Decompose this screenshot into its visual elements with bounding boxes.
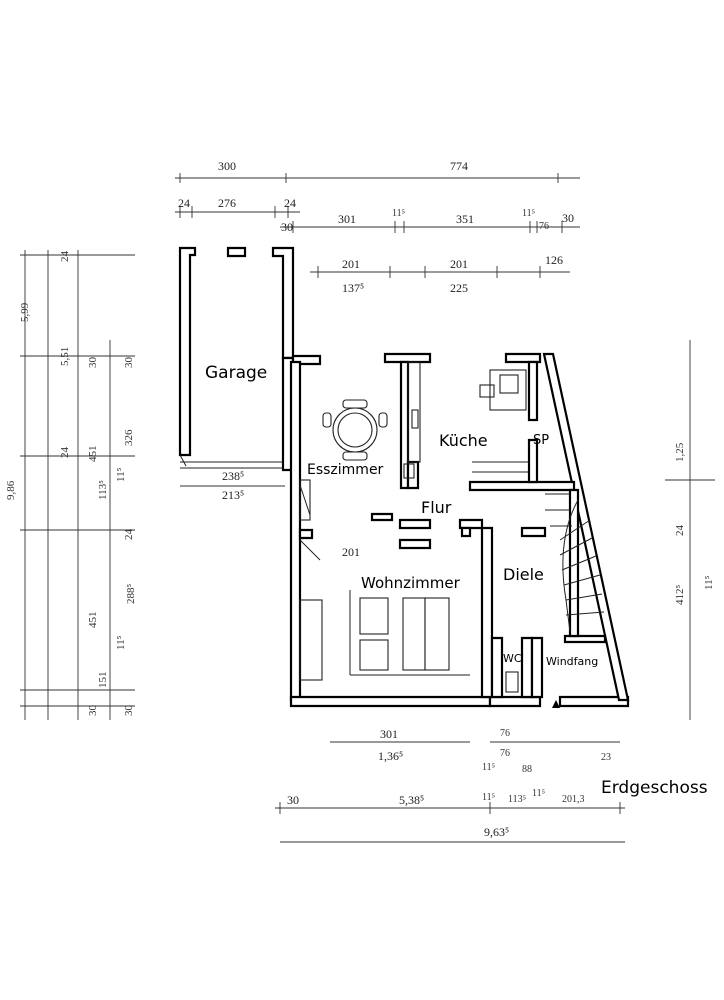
dim-24-right: 24 xyxy=(674,525,686,537)
dim-30-left-a: 30 xyxy=(87,357,99,369)
dim-23: 23 xyxy=(601,752,611,763)
dim-1375: 137⁵ xyxy=(342,281,364,295)
dim-115-left-b: 11⁵ xyxy=(115,635,127,650)
dim-125: 1,25 xyxy=(674,442,686,462)
bottom-dimensions: 301 1,36⁵ 76 76 11⁵ 88 23 30 5,38⁵ 11⁵ 1… xyxy=(275,727,625,843)
dim-326: 326 xyxy=(123,429,135,446)
dim-garage-2135: 213⁵ xyxy=(222,488,244,502)
dim-2885: 288⁵ xyxy=(125,584,137,605)
dim-4125: 412⁵ xyxy=(674,585,686,606)
dim-30-left-c: 30 xyxy=(87,705,99,717)
room-label-flur: Flur xyxy=(421,498,452,517)
house-walls xyxy=(289,352,630,708)
dim-115-bottom-a: 11⁵ xyxy=(482,762,495,773)
dim-986: 9,86 xyxy=(5,480,17,500)
dim-30-bottom: 30 xyxy=(287,793,299,807)
dim-24-left: 24 xyxy=(178,196,190,210)
dim-76-top: 76 xyxy=(539,221,549,232)
dim-wohn-201: 201 xyxy=(342,545,360,559)
dim-88: 88 xyxy=(522,764,532,775)
dim-1135: 113⁵ xyxy=(97,480,109,500)
furniture xyxy=(299,361,605,708)
entrance-arrow-icon xyxy=(552,700,560,708)
dim-151: 151 xyxy=(97,672,109,689)
dim-2013: 201,3 xyxy=(562,794,585,805)
room-label-esszimmer: Esszimmer xyxy=(307,462,384,478)
dim-301-bottom: 301 xyxy=(380,727,398,741)
dim-451-b: 451 xyxy=(87,612,99,629)
dim-76-bottom-a: 76 xyxy=(500,728,510,739)
dim-24-right: 24 xyxy=(284,196,296,210)
dim-24-left-top: 24 xyxy=(59,251,71,263)
dim-5385: 5,38⁵ xyxy=(399,793,424,807)
room-label-diele: Diele xyxy=(503,565,544,584)
dim-599: 5,99 xyxy=(19,302,31,322)
room-label-kueche: Küche xyxy=(439,431,488,450)
left-dimensions: 9,86 5,99 5,51 24 30 30 24 451 326 11⁵ 1… xyxy=(5,250,137,720)
dim-276: 276 xyxy=(218,196,236,210)
top-dimensions: 300 774 24 276 24 30 301 11⁵ 351 11⁵ 76 … xyxy=(175,159,580,295)
dim-115-top-b: 11⁵ xyxy=(522,208,535,219)
dim-126: 126 xyxy=(545,253,563,267)
dim-115-left: 11⁵ xyxy=(115,467,127,482)
room-label-garage: Garage xyxy=(205,363,267,383)
dim-115-bottom-c: 11⁵ xyxy=(532,788,545,799)
dim-225: 225 xyxy=(450,281,468,295)
dim-30-top-b: 30 xyxy=(562,211,574,225)
dim-351: 351 xyxy=(456,212,474,226)
room-label-windfang: Windfang xyxy=(546,655,598,668)
dim-garage-2385: 238⁵ xyxy=(222,469,244,483)
room-label-sp: SP xyxy=(533,433,549,448)
dim-76-bottom-b: 76 xyxy=(500,748,510,759)
dim-451: 451 xyxy=(87,446,99,463)
dim-24-left-low: 24 xyxy=(123,529,135,541)
room-label-wohnzimmer: Wohnzimmer xyxy=(361,574,461,592)
dim-30-top: 30 xyxy=(281,220,293,234)
dim-551: 5,51 xyxy=(59,347,71,366)
right-dimensions: 1,25 24 412⁵ 11⁵ xyxy=(665,340,715,720)
dim-201-b: 201 xyxy=(450,257,468,271)
dim-24-left-mid: 24 xyxy=(59,447,71,459)
dim-30-left-d: 30 xyxy=(123,705,135,717)
dim-774: 774 xyxy=(450,159,468,173)
room-labels: Garage Esszimmer Küche SP Flur Wohnzimme… xyxy=(205,363,598,668)
dim-115-bottom-b: 11⁵ xyxy=(482,792,495,803)
dim-115-right: 11⁵ xyxy=(703,575,715,590)
dim-301-top: 301 xyxy=(338,212,356,226)
room-label-wc: WC xyxy=(503,652,522,665)
dim-1135-bottom: 113⁵ xyxy=(508,794,526,805)
dim-1365: 1,36⁵ xyxy=(378,749,403,763)
dim-115-top: 11⁵ xyxy=(392,208,405,219)
floor-label: Erdgeschoss xyxy=(601,778,708,798)
dim-201-a: 201 xyxy=(342,257,360,271)
dim-9635: 9,63⁵ xyxy=(484,825,509,839)
dim-300: 300 xyxy=(218,159,236,173)
dim-30-left-b: 30 xyxy=(123,357,135,369)
